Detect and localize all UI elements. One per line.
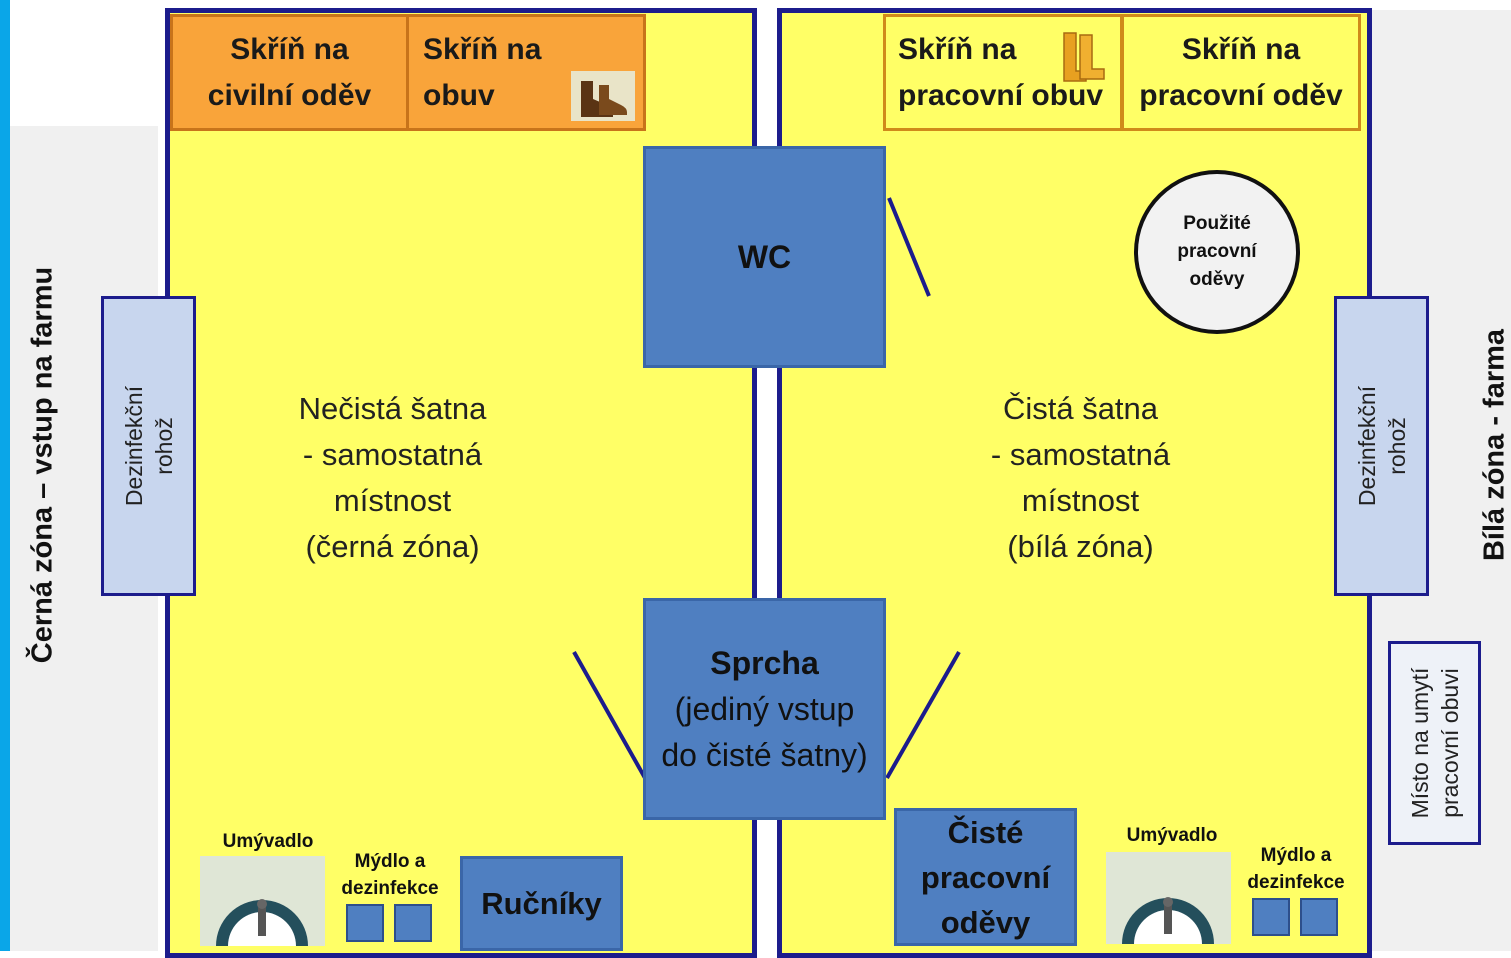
civil-cabinet-line-2: civilní oděv [208, 73, 371, 119]
right-soap-label: Mýdlo a dezinfekce [1238, 842, 1354, 896]
shower-door-left-line [574, 652, 645, 778]
shower-title: Sprcha [661, 640, 867, 686]
shoes-cabinet-line-1: Skříň na [423, 27, 541, 73]
civil-clothes-cabinet: Skříň na civilní oděv [170, 14, 409, 131]
civil-cabinet-line-1: Skříň na [208, 27, 371, 73]
clean-room-label-line-1: Čistá šatna [918, 386, 1243, 432]
shower-line-3: do čisté šatny) [661, 732, 867, 778]
towels-label: Ručníky [481, 886, 602, 922]
work-clothes-cabinet-line-1: Skříň na [1139, 27, 1342, 73]
clean-room-label: Čistá šatna - samostatná místnost (bílá … [918, 386, 1243, 570]
right-soap-line-1: Mýdlo a [1238, 842, 1354, 869]
mat-left-line-2: rohož [149, 386, 179, 506]
dirty-room-label-line-1: Nečistá šatna [230, 386, 555, 432]
left-soap-line-1: Mýdlo a [330, 848, 450, 875]
right-soap-dispenser [1252, 898, 1290, 936]
rubber-boot-icon [1058, 29, 1108, 85]
dirty-room-label-line-2: - samostatná [230, 432, 555, 478]
left-disinfection-dispenser [394, 904, 432, 942]
towels-box: Ručníky [460, 856, 623, 951]
clean-clothes-line-1: Čisté [921, 810, 1050, 855]
work-clothes-cabinet-line-2: pracovní oděv [1139, 73, 1342, 119]
shoe-wash-line-2: pracovní obuvi [1435, 668, 1465, 819]
left-soap-dispenser [346, 904, 384, 942]
wc-label: WC [738, 239, 791, 276]
used-clothes-line-3: oděvy [1177, 266, 1256, 294]
right-sink-icon [1106, 852, 1231, 944]
left-sink-label: Umývadlo [198, 828, 338, 855]
boot-icon [571, 71, 635, 121]
right-soap-line-2: dezinfekce [1238, 869, 1354, 896]
right-sink-label: Umývadlo [1102, 822, 1242, 849]
shoes-cabinet: Skříň na obuv [406, 14, 646, 131]
sink-icon [200, 856, 325, 946]
clean-room-label-line-2: - samostatná [918, 432, 1243, 478]
used-clothes-line-1: Použité [1177, 210, 1256, 238]
clean-room-label-line-3: místnost [918, 478, 1243, 524]
shoes-cabinet-line-2: obuv [423, 73, 541, 119]
shoe-wash-line-1: Místo na umytí [1405, 668, 1435, 819]
shower-box: Sprcha (jediný vstup do čisté šatny) [643, 598, 886, 820]
mat-left-line-1: Dezinfekční [119, 386, 149, 506]
dirty-room-label-line-4: (černá zóna) [230, 524, 555, 570]
shower-line-2: (jediný vstup [661, 686, 867, 732]
clean-clothes-line-3: oděvy [921, 900, 1050, 945]
mat-right-line-1: Dezinfekční [1352, 386, 1382, 506]
used-clothes-line-2: pracovní [1177, 238, 1256, 266]
dirty-room-label: Nečistá šatna - samostatná místnost (čer… [230, 386, 555, 570]
used-clothes-bin: Použité pracovní oděvy [1134, 170, 1300, 334]
disinfection-mat-right: Dezinfekční rohož [1334, 296, 1429, 596]
clean-room-label-line-4: (bílá zóna) [918, 524, 1243, 570]
right-disinfection-dispenser [1300, 898, 1338, 936]
wc-box: WC [643, 146, 886, 368]
shower-door-right-line [887, 652, 959, 778]
work-clothes-cabinet: Skříň na pracovní oděv [1121, 14, 1361, 131]
disinfection-mat-left: Dezinfekční rohož [101, 296, 196, 596]
left-soap-label: Mýdlo a dezinfekce [330, 848, 450, 902]
wc-door-line [889, 198, 929, 296]
clean-clothes-box: Čisté pracovní oděvy [894, 808, 1077, 946]
left-soap-line-2: dezinfekce [330, 875, 450, 902]
dirty-room-label-line-3: místnost [230, 478, 555, 524]
shoe-wash-place: Místo na umytí pracovní obuvi [1388, 641, 1481, 845]
work-shoes-cabinet: Skříň na pracovní obuv [883, 14, 1123, 131]
mat-right-line-2: rohož [1382, 386, 1412, 506]
clean-clothes-line-2: pracovní [921, 855, 1050, 900]
